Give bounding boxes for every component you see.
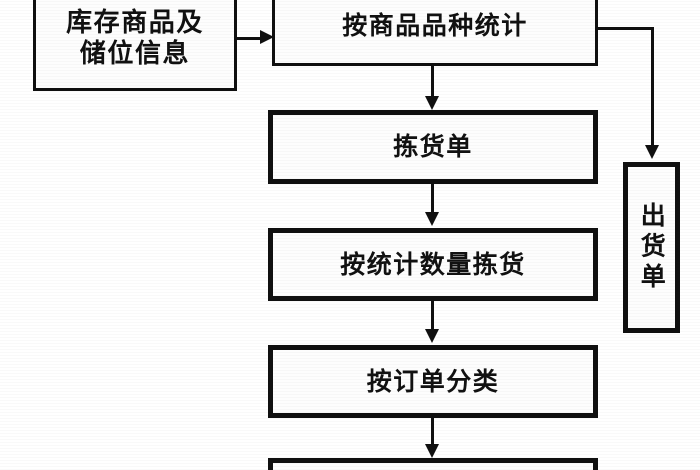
- edge-statistics-to-shipping-segment-h: [595, 27, 654, 30]
- edge-pick-by-quantity-to-sort-by-order-line: [431, 299, 434, 333]
- edge-sort-by-order-to-next-arrowhead: [425, 444, 439, 458]
- node-sort-by-order: 按订单分类: [268, 345, 598, 418]
- edge-statistics-to-shipping-segment-v: [651, 27, 654, 147]
- edge-pick-by-quantity-to-sort-by-order-arrowhead: [425, 329, 439, 343]
- edge-inventory-to-statistics-line: [237, 37, 267, 40]
- edge-statistics-to-picking-list-line: [431, 64, 434, 100]
- edge-picking-list-to-pick-by-quantity-line: [431, 182, 434, 216]
- node-statistics-by-item: 按商品品种统计: [272, 0, 598, 66]
- node-statistics-by-item-label: 按商品品种统计: [342, 11, 528, 41]
- node-next-step-cropped: [268, 458, 598, 470]
- edge-statistics-to-picking-list-arrowhead: [425, 96, 439, 110]
- node-inventory-info: 库存商品及 储位信息: [33, 0, 237, 91]
- node-sort-by-order-label: 按订单分类: [366, 366, 500, 396]
- node-shipping-list: 出货单: [623, 162, 680, 333]
- edge-statistics-to-shipping-arrowhead: [645, 145, 659, 159]
- node-picking-list-label: 拣货单: [393, 132, 473, 162]
- node-picking-list: 拣货单: [268, 110, 598, 184]
- edge-sort-by-order-to-next-line: [431, 416, 434, 446]
- node-inventory-info-label: 库存商品及 储位信息: [66, 7, 204, 69]
- node-pick-by-quantity-label: 按统计数量拣货: [340, 249, 526, 279]
- edge-picking-list-to-pick-by-quantity-arrowhead: [425, 212, 439, 226]
- node-shipping-list-label: 出货单: [637, 201, 667, 294]
- node-pick-by-quantity: 按统计数量拣货: [268, 228, 598, 301]
- edge-inventory-to-statistics-arrowhead: [260, 30, 274, 44]
